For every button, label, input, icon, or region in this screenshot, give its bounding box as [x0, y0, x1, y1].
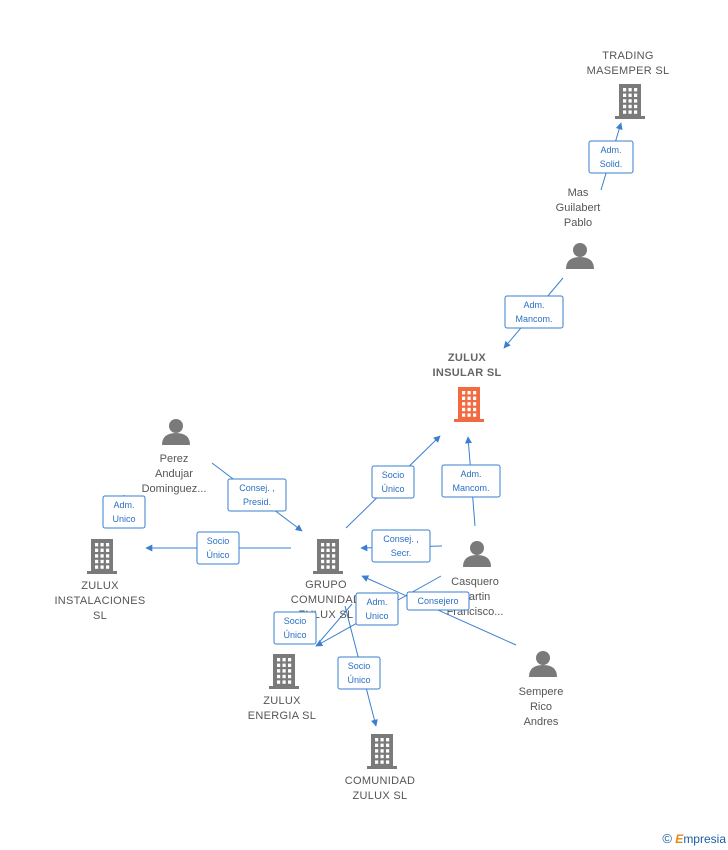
- edge-label-text: Adm.: [600, 145, 621, 155]
- edge-casquero_grupo-badge[interactable]: Consej. , Secr.: [371, 529, 431, 563]
- edge-label-box: [196, 531, 240, 565]
- comunidad-label[interactable]: COMUNIDAD ZULUX SL: [345, 775, 416, 802]
- edge-label-text: Consejero: [417, 596, 458, 606]
- grupo-building-icon[interactable]: [313, 539, 343, 574]
- zulux_insular-building-icon[interactable]: [454, 387, 484, 422]
- zulux_energia-building-icon[interactable]: [269, 654, 299, 689]
- mas-person-icon[interactable]: [566, 243, 594, 269]
- edge-label-text: Solid.: [600, 159, 623, 169]
- edge-casquero_insular-badge[interactable]: Adm. Mancom.: [441, 464, 501, 498]
- edge-mas_insular-badge[interactable]: Adm. Mancom.: [504, 295, 564, 329]
- sempere-label-line: Rico: [530, 701, 552, 713]
- edge-perez_grupo-badge[interactable]: Consej. , Presid.: [227, 478, 287, 512]
- brand-initial: E: [675, 832, 684, 846]
- edge-label-text: Consej. ,: [239, 483, 275, 493]
- edge-label-text: Socio: [284, 616, 307, 626]
- edge-label-text: Único: [206, 550, 229, 560]
- trading-label-line: TRADING: [602, 50, 654, 62]
- edge-label-text: Socio: [207, 536, 230, 546]
- trading-building-icon[interactable]: [615, 84, 645, 119]
- zulux_inst-label-line: ZULUX: [81, 580, 119, 592]
- perez-label-line: Dominguez...: [142, 483, 207, 495]
- empresia-watermark[interactable]: © Empresia: [662, 831, 726, 846]
- trading-label[interactable]: TRADING MASEMPER SL: [587, 50, 670, 77]
- edge-label-box: [441, 464, 501, 498]
- trading-label-line: MASEMPER SL: [587, 65, 670, 77]
- edge-label-box: [337, 656, 381, 690]
- edge-label-text: Único: [381, 484, 404, 494]
- edge-perez_inst-badge[interactable]: Adm. Unico: [102, 495, 146, 529]
- edge-label-text: Unico: [365, 611, 388, 621]
- edge-label-box: [588, 140, 634, 174]
- edge-label-text: Único: [283, 630, 306, 640]
- mas-label-line: Mas: [568, 187, 589, 199]
- edge-label-box: [273, 611, 317, 645]
- casquero-person-icon[interactable]: [463, 541, 491, 567]
- edge-label-box: [406, 591, 470, 611]
- mas-label-line: Guilabert: [556, 202, 601, 214]
- zulux_energia-label[interactable]: ZULUX ENERGIA SL: [248, 695, 316, 722]
- zulux_inst-building-icon[interactable]: [87, 539, 117, 574]
- edge-label-box: [504, 295, 564, 329]
- perez-label-line: Perez: [160, 453, 189, 465]
- edge-sempere_grupo-badge[interactable]: Consejero: [406, 591, 470, 611]
- mas-label-line: Pablo: [564, 217, 592, 229]
- brand-name: mpresia: [683, 832, 726, 846]
- edge-mas_trading-badge[interactable]: Adm. Solid.: [588, 140, 634, 174]
- edge-label-box: [355, 592, 399, 626]
- zulux_inst-label[interactable]: ZULUX INSTALACIONES SL: [54, 580, 145, 622]
- edge-label-text: Presid.: [243, 497, 271, 507]
- edge-label-text: Socio: [382, 470, 405, 480]
- edge-label-text: Adm.: [113, 500, 134, 510]
- sempere-label-line: Andres: [524, 716, 559, 728]
- edge-label-text: Adm.: [523, 300, 544, 310]
- edge-casquero_grupo2-badge[interactable]: Adm. Unico: [355, 592, 399, 626]
- edge-label-text: Único: [347, 675, 370, 685]
- grupo-label-line: COMUNIDAD: [291, 594, 362, 606]
- zulux_inst-label-line: SL: [93, 610, 107, 622]
- edge-label-text: Consej. ,: [383, 534, 419, 544]
- zulux_insular-label-line: INSULAR SL: [433, 367, 502, 379]
- edge-label-text: Mancom.: [515, 314, 552, 324]
- edge-label-text: Unico: [112, 514, 135, 524]
- edge-label-box: [371, 529, 431, 563]
- zulux_inst-label-line: INSTALACIONES: [54, 595, 145, 607]
- comunidad-label-line: ZULUX SL: [353, 790, 408, 802]
- comunidad-label-line: COMUNIDAD: [345, 775, 416, 787]
- perez-label-line: Andujar: [155, 468, 193, 480]
- edge-label-box: [227, 478, 287, 512]
- edge-label-text: Adm.: [460, 469, 481, 479]
- sempere-label-line: Sempere: [519, 686, 564, 698]
- edge-label-text: Adm.: [366, 597, 387, 607]
- edge-label-text: Secr.: [391, 548, 412, 558]
- zulux_insular-label[interactable]: ZULUX INSULAR SL: [433, 352, 502, 379]
- zulux_energia-label-line: ZULUX: [263, 695, 301, 707]
- edge-label-text: Mancom.: [452, 483, 489, 493]
- edge-label-box: [102, 495, 146, 529]
- edge-label-text: Socio: [348, 661, 371, 671]
- comunidad-building-icon[interactable]: [367, 734, 397, 769]
- zulux_insular-label-line: ZULUX: [448, 352, 487, 364]
- zulux_energia-label-line: ENERGIA SL: [248, 710, 316, 722]
- sempere-person-icon[interactable]: [529, 651, 557, 677]
- casquero-label-line: Casquero: [451, 576, 499, 588]
- perez-person-icon[interactable]: [162, 419, 190, 445]
- copyright-icon: ©: [662, 831, 672, 846]
- grupo-label-line: GRUPO: [305, 579, 347, 591]
- edge-label-box: [371, 465, 415, 499]
